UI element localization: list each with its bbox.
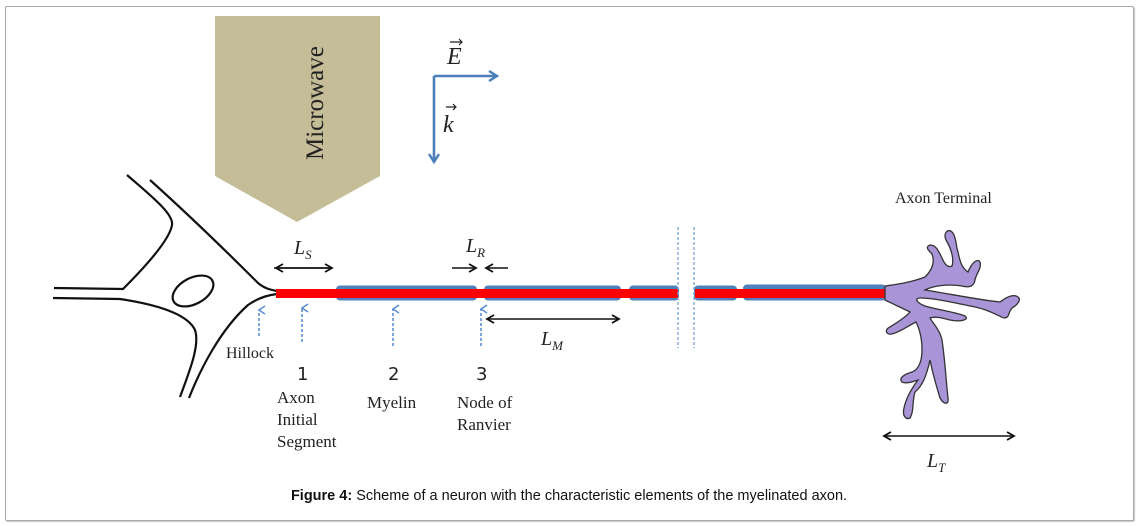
ls-label: LS [293,237,312,262]
marker-line: Segment [277,432,337,451]
k-vector-overarrow-icon [446,103,457,111]
marker-line: Myelin [367,393,417,412]
marker-line: Axon [277,388,315,407]
microwave-label: Microwave [302,46,329,160]
caption-label: Figure 4: [290,488,353,504]
lr-label: LR [465,235,485,260]
dimension-labels: LS LR LM LT [293,235,946,475]
e-vector-label: E [446,44,462,70]
marker-number: 1 [297,364,308,385]
figure-caption: Figure 4: Scheme of a neuron with the ch… [0,488,1138,504]
dimension-arrows [274,263,1016,441]
axon-terminal-label: Axon Terminal [895,190,992,207]
lt-label: LT [926,450,946,475]
pointer-arrows [257,303,488,346]
nucleus [171,274,215,308]
caption-text: Scheme of a neuron with the characterist… [352,488,848,504]
element-labels: Hillock Axon Terminal 1 Axon Initial Seg… [226,190,992,451]
k-vector-label: k [443,112,454,138]
neuron-soma [52,174,278,399]
field-vectors: E k [434,38,497,162]
figure-frame [5,6,1134,521]
axon-core [695,289,886,298]
marker-line: Ranvier [457,415,511,434]
axon-terminal [884,229,1020,420]
lm-label: LM [540,328,564,353]
e-vector-overarrow-icon [450,38,463,46]
microwave-arrow: Microwave [215,16,380,222]
axon [276,227,886,348]
axon-core [276,289,678,298]
hillock-label: Hillock [226,345,274,362]
marker-number: 3 [476,364,487,385]
marker-line: Node of [457,393,513,412]
marker-number: 2 [388,364,399,385]
marker-line: Initial [277,410,318,429]
